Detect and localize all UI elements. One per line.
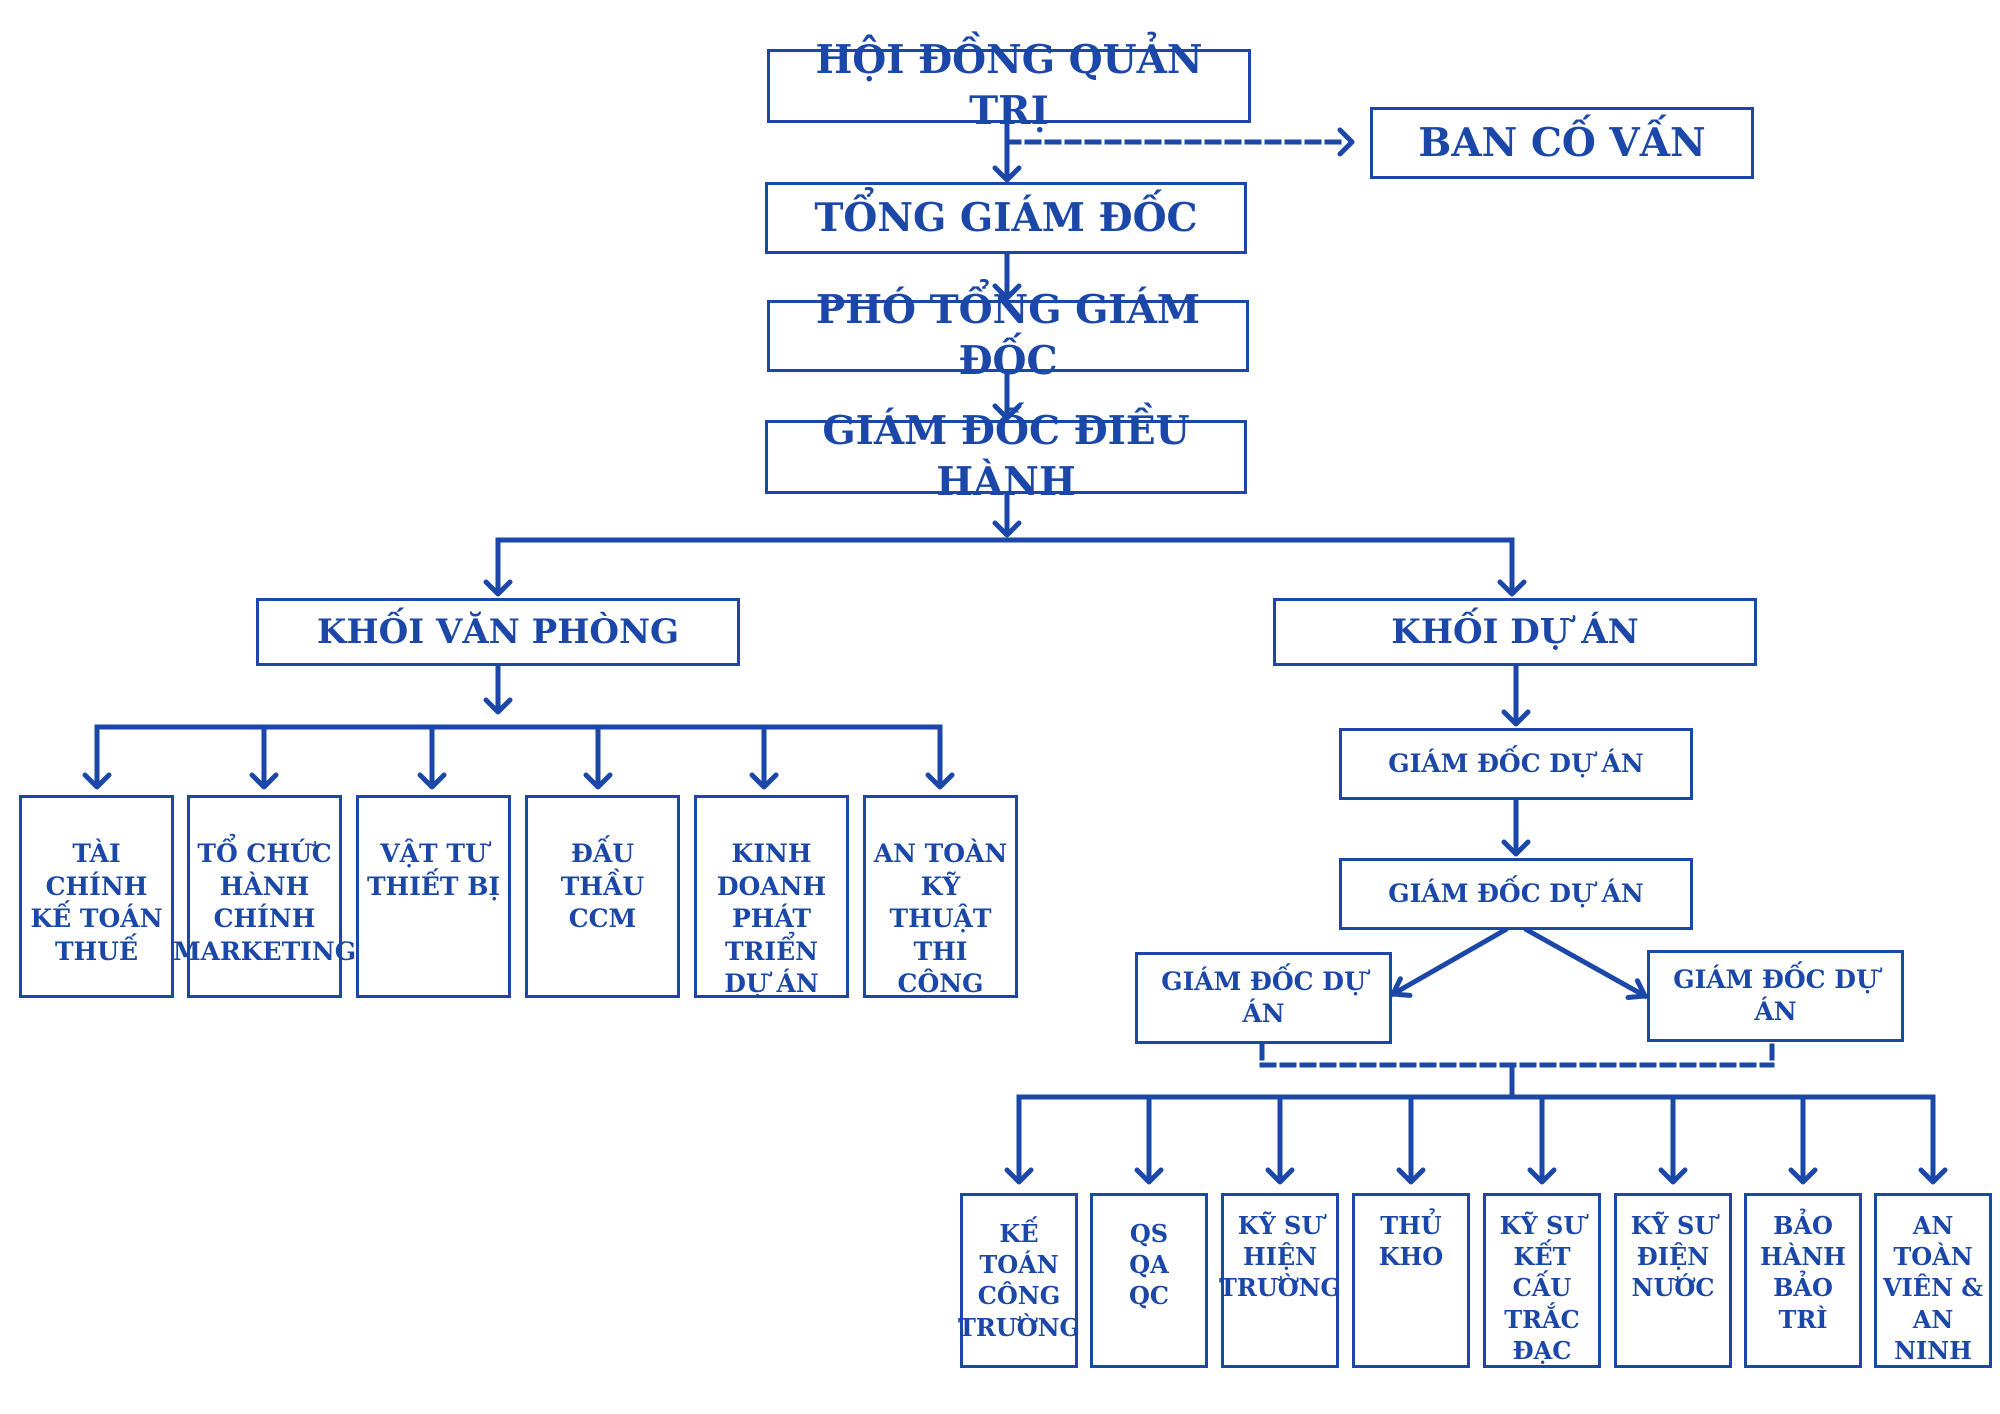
role-structural-survey-engineer-label: KỸ SƯ KẾT CẤU TRẮC ĐẠC [1499,1211,1585,1365]
arrowhead-26 [583,772,613,790]
role-structural-survey-engineer: KỸ SƯ KẾT CẤU TRẮC ĐẠC [1483,1193,1601,1368]
arrowhead-53 [1527,1167,1557,1185]
arrowhead-15 [1497,579,1527,597]
arrowhead-10 [992,520,1022,538]
role-warranty-maintenance: BẢO HÀNH BẢO TRÌ [1744,1193,1862,1368]
dept-bidding-ccm-label: ĐẤU THẦU CCM [560,839,645,933]
dept-business-development: KINH DOANH PHÁT TRIỂN DỰ ÁN [694,795,849,998]
arrowhead-36 [1389,976,1413,998]
deputy-ceo-label: PHÓ TỔNG GIÁM ĐỐC [815,287,1201,384]
project-block-box: KHỐI DỰ ÁN [1273,598,1757,666]
arrowhead-45 [1004,1167,1034,1185]
role-mep-engineer-label: KỸ SƯ ĐIỆN NƯỚC [1630,1211,1716,1303]
connector-line-35 [1389,926,1509,998]
dept-bidding-ccm: ĐẤU THẦU CCM [525,795,680,998]
role-safety-security: AN TOÀN VIÊN & AN NINH [1874,1193,1992,1368]
arrowhead-49 [1265,1167,1295,1185]
arrowhead-59 [1918,1167,1948,1185]
arrowhead-57 [1788,1167,1818,1185]
dept-materials-equipment-label: VẬT TƯ THIẾT BỊ [366,839,501,901]
arrowhead-32 [1501,709,1531,727]
arrowhead-55 [1658,1167,1688,1185]
arrowhead-34 [1501,839,1531,857]
project-director-box-1: GIÁM ĐỐC DỰ ÁN [1339,728,1693,800]
deputy-ceo-box: PHÓ TỔNG GIÁM ĐỐC [767,287,1249,384]
board-box: HỘI ĐỒNG QUẢN TRỊ [767,37,1251,134]
dept-finance-accounting-tax: TÀI CHÍNH KẾ TOÁN THUẾ [19,795,174,998]
arrowhead-28 [749,772,779,790]
advisory-board-label: BAN CỐ VẤN [1418,119,1706,166]
office-block-box: KHỐI VĂN PHÒNG [256,598,740,666]
project-block-label: KHỐI DỰ ÁN [1391,611,1639,652]
arrowhead-51 [1396,1167,1426,1185]
advisory-board-box: BAN CỐ VẤN [1370,107,1754,179]
arrowhead-8 [992,403,1022,421]
arrowhead-38 [1625,978,1649,1001]
arrowhead-22 [249,772,279,790]
role-site-accountant-label: KẾ TOÁN CÔNG TRƯỜNG [957,1219,1081,1342]
arrowhead-20 [82,772,112,790]
dept-materials-equipment: VẬT TƯ THIẾT BỊ [356,795,511,998]
role-field-engineer: KỸ SƯ HIỆN TRƯỜNG [1218,1193,1342,1368]
ceo-label: TỔNG GIÁM ĐỐC [814,194,1198,241]
role-safety-security-label: AN TOÀN VIÊN & AN NINH [1882,1211,1984,1365]
dept-business-development-label: KINH DOANH PHÁT TRIỂN DỰ ÁN [716,839,827,998]
role-qs-qa-qc: QS QA QC [1090,1193,1208,1368]
executive-director-box: GIÁM ĐỐC ĐIỀU HÀNH [765,408,1247,505]
arrowhead-4 [1337,127,1355,157]
project-director-box-right: GIÁM ĐỐC DỰ ÁN [1647,950,1904,1042]
project-director-box-left: GIÁM ĐỐC DỰ ÁN [1135,952,1392,1044]
dept-finance-accounting-tax-label: TÀI CHÍNH KẾ TOÁN THUẾ [30,839,163,966]
role-qs-qa-qc-label: QS QA QC [1128,1219,1169,1311]
project-director-label-2: GIÁM ĐỐC DỰ ÁN [1388,878,1644,908]
arrowhead-6 [992,283,1022,301]
role-warranty-maintenance-label: BẢO HÀNH BẢO TRÌ [1760,1211,1846,1334]
role-storekeeper-label: THỦ KHO [1378,1211,1444,1272]
role-mep-engineer: KỸ SƯ ĐIỆN NƯỚC [1614,1193,1732,1368]
board-label: HỘI ĐỒNG QUẢN TRỊ [815,37,1203,134]
ceo-box: TỔNG GIÁM ĐỐC [765,182,1247,254]
office-block-label: KHỐI VĂN PHÒNG [316,611,680,652]
arrowhead-24 [417,772,447,790]
dept-admin-marketing-label: TỔ CHỨC HÀNH CHÍNH MARKETING [172,839,357,966]
dept-construction-safety-label: AN TOÀN KỸ THUẬT THI CÔNG [873,839,1008,998]
arrowhead-13 [483,579,513,597]
dept-construction-safety: AN TOÀN KỸ THUẬT THI CÔNG [863,795,1018,998]
executive-director-label: GIÁM ĐỐC ĐIỀU HÀNH [822,408,1190,505]
role-field-engineer-label: KỸ SƯ HIỆN TRƯỜNG [1218,1211,1342,1303]
project-director-box-2: GIÁM ĐỐC DỰ ÁN [1339,858,1693,930]
connector-line-37 [1523,926,1649,1000]
role-storekeeper: THỦ KHO [1352,1193,1470,1368]
dept-admin-marketing: TỔ CHỨC HÀNH CHÍNH MARKETING [173,795,356,998]
arrowhead-30 [925,772,955,790]
project-director-label-1: GIÁM ĐỐC DỰ ÁN [1388,748,1644,778]
arrowhead-17 [483,697,513,715]
role-site-accountant: KẾ TOÁN CÔNG TRƯỜNG [957,1193,1081,1368]
arrowhead-47 [1134,1167,1164,1185]
arrowhead-2 [992,165,1022,183]
project-director-label-left: GIÁM ĐỐC DỰ ÁN [1161,966,1366,1029]
project-director-label-right: GIÁM ĐỐC DỰ ÁN [1673,964,1878,1027]
